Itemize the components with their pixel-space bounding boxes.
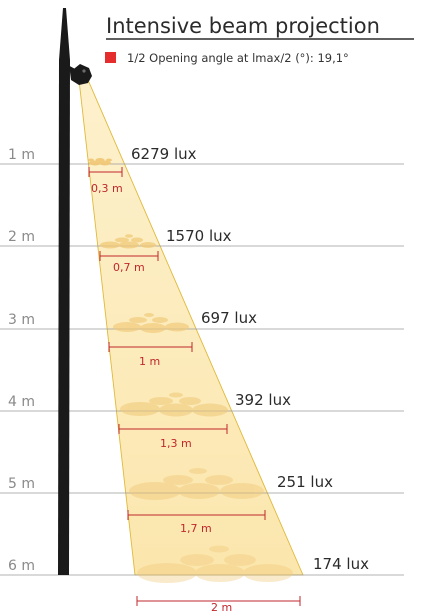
lamp-pole-icon (58, 8, 70, 575)
spot-pattern-3 (113, 313, 189, 333)
legend-label: 1/2 Opening angle at lmax/2 (°): 19,1° (127, 51, 349, 65)
legend-swatch (105, 52, 116, 63)
width-marker-4 (118, 424, 228, 434)
distance-label-1: 1 m (8, 147, 35, 163)
page-title: Intensive beam projection (106, 14, 380, 38)
lux-label-2: 1570 lux (166, 227, 232, 245)
distance-label-5: 5 m (8, 476, 35, 492)
distance-label-2: 2 m (8, 229, 35, 245)
spot-pattern-1 (88, 158, 112, 166)
lux-label-3: 697 lux (201, 309, 257, 327)
width-label-1: 0,3 m (91, 182, 123, 195)
light-spots (88, 158, 293, 583)
width-marker-3 (108, 342, 193, 352)
spotlight-head-icon (70, 64, 92, 85)
spot-pattern-6 (137, 545, 293, 583)
width-label-5: 1,7 m (180, 522, 212, 535)
width-label-2: 0,7 m (113, 261, 145, 274)
lux-label-1: 6279 lux (131, 145, 197, 163)
width-label-6: 2 m (211, 601, 232, 612)
width-marker-6 (136, 596, 301, 606)
spot-pattern-2 (100, 234, 156, 249)
width-marker-5 (127, 510, 266, 520)
distance-label-4: 4 m (8, 394, 35, 410)
lux-label-6: 174 lux (313, 555, 369, 573)
spot-pattern-5 (129, 468, 264, 500)
lux-label-5: 251 lux (277, 473, 333, 491)
width-marker-2 (99, 251, 159, 261)
width-label-4: 1,3 m (160, 437, 192, 450)
spot-pattern-4 (120, 392, 228, 417)
width-label-3: 1 m (139, 355, 160, 368)
distance-label-6: 6 m (8, 558, 35, 574)
width-markers (88, 167, 301, 606)
distance-label-3: 3 m (8, 312, 35, 328)
width-marker-1 (88, 167, 123, 177)
lux-label-4: 392 lux (235, 391, 291, 409)
